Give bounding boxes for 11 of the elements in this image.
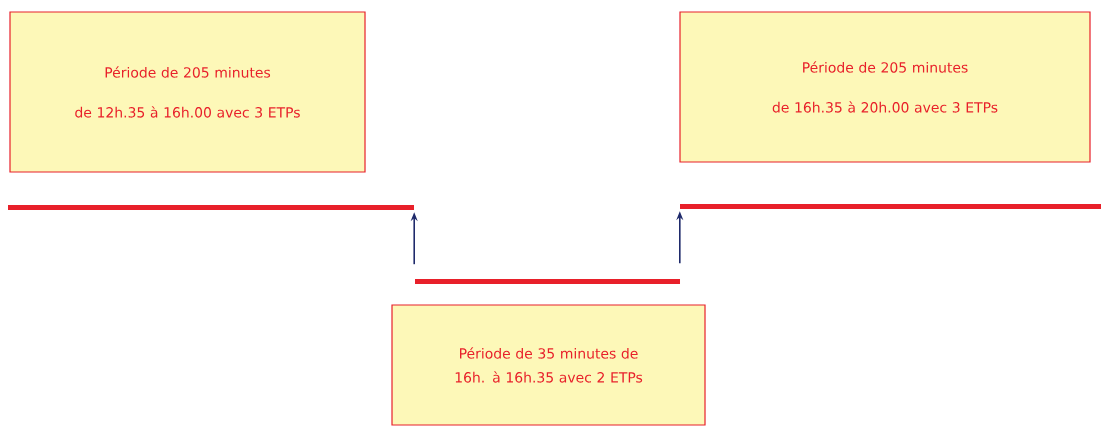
period-text: Période de 35 minutes de 16h. à 16h.35 avec 2 ETPs	[455, 347, 643, 383]
timeline-bar	[8, 205, 414, 210]
period-title: Période de 205 minutes	[105, 66, 271, 78]
period-box	[9, 11, 366, 173]
timeline-bar	[415, 279, 680, 284]
timeline-bar	[680, 204, 1101, 209]
period-box	[391, 304, 706, 426]
period-text: de 16h.35 à 20h.00 avec 3 ETPs	[772, 101, 998, 113]
period-box	[679, 11, 1091, 163]
period-text: de 12h.35 à 16h.00 avec 3 ETPs	[75, 106, 300, 118]
period-title: Période de 205 minutes	[803, 61, 968, 73]
